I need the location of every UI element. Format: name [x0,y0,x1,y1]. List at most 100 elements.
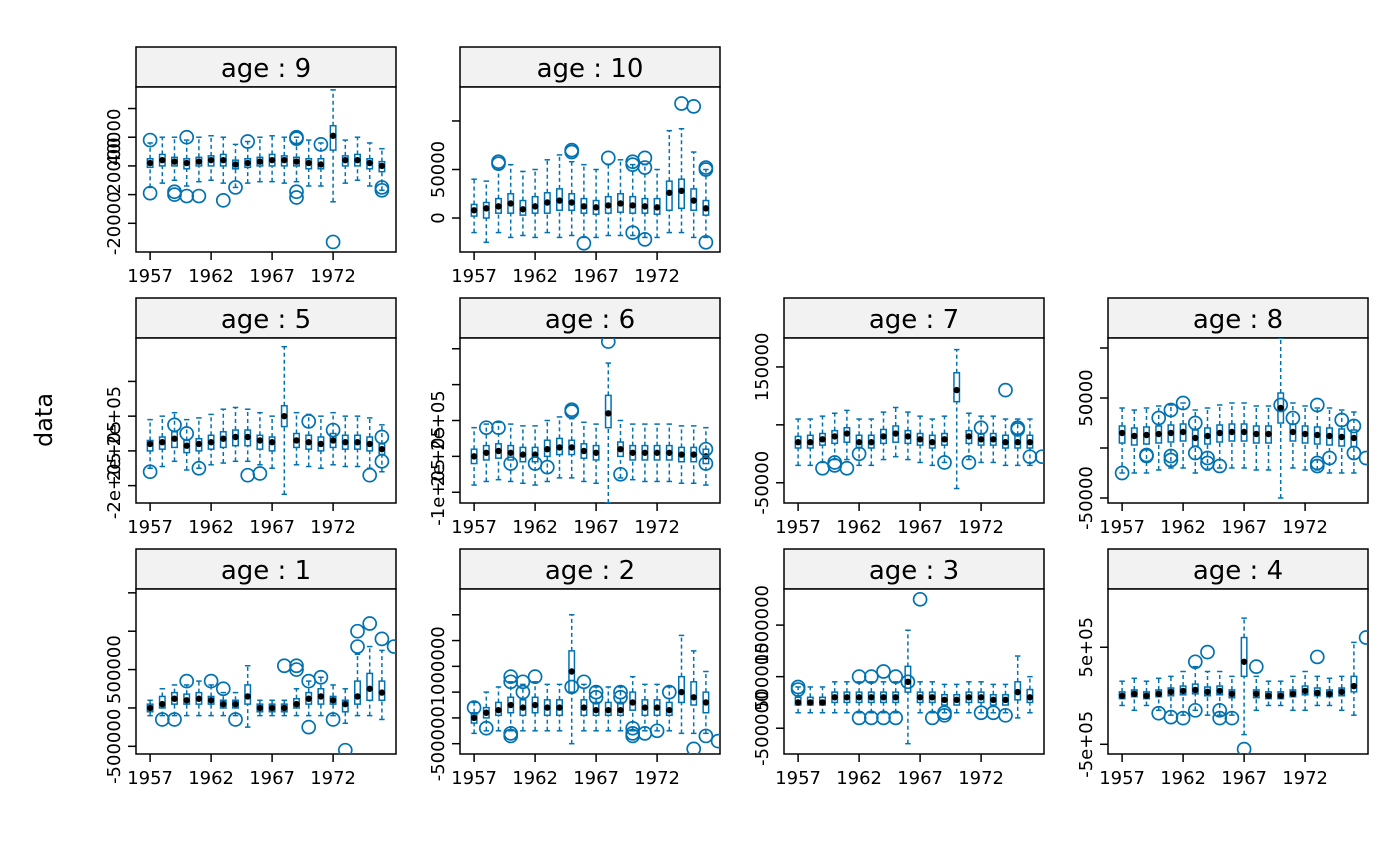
box-1971 [965,681,973,714]
box-1964 [880,411,887,461]
outlier-point [228,180,243,195]
outlier-point [1163,452,1179,468]
box-1962 [207,413,215,466]
median-dot [1167,688,1175,696]
box-1959 [495,421,502,481]
median-dot [868,439,875,446]
median-dot [256,158,264,165]
median-dot [268,156,276,164]
median-dot [531,701,539,709]
outlier-point [1114,465,1130,481]
outlier-point [301,719,317,735]
box-1973 [341,688,349,725]
y-tick-label: 150000 [752,333,773,402]
outlier-point [564,144,580,160]
x-tick-label: 1962 [188,768,234,789]
x-tick-label: 1972 [1282,517,1328,538]
y-tick-label: 1500000 [752,585,773,665]
median-dot [146,704,154,712]
median-dot [1002,696,1009,704]
box-1968 [604,686,612,732]
median-dot [941,696,948,704]
panel-frame [459,337,721,504]
median-dot [342,156,349,164]
box-iqr [244,684,252,705]
box-1976 [702,168,710,239]
box-1968 [280,136,288,184]
box-1965 [568,614,576,745]
outlier-point [325,712,341,727]
outlier-point [515,684,531,700]
median-dot [507,701,514,709]
outlier-point [1346,445,1362,461]
outlier-point [1163,402,1179,418]
box-iqr [904,665,912,693]
outlier-point [374,631,390,647]
box-iqr [604,394,612,429]
box-1974 [354,415,361,468]
x-tick-label: 1962 [188,266,234,287]
box-1974 [354,653,361,717]
median-dot [702,699,710,706]
median-dot [207,697,215,704]
box-1965 [244,140,252,184]
box-1960 [1155,405,1163,471]
box-1971 [965,412,973,461]
box-1961 [195,136,203,183]
median-dot [568,444,575,451]
box-1961 [843,681,851,714]
box-1960 [183,684,191,717]
median-dot [617,445,624,453]
median-dot [678,688,685,696]
outlier-point [876,664,891,679]
outlier-point [289,131,304,147]
box-1973 [665,129,673,234]
median-dot [641,203,649,210]
box-1973 [989,683,997,714]
box-1969 [293,136,300,183]
outlier-point [313,137,329,152]
outlier-point [337,742,353,754]
panel-title: age : 1 [221,556,311,586]
outlier-point [252,466,268,481]
y-tick-label: 50000 [428,141,449,198]
median-dot [1265,692,1272,699]
box-1973 [1313,675,1321,707]
box-1958 [158,688,166,717]
median-dot [293,437,300,444]
outlier-point [625,225,641,240]
median-dot [1350,682,1358,690]
box-1967 [268,699,276,717]
box-1961 [843,409,851,461]
box-1963 [219,136,227,184]
box-1971 [1289,402,1297,469]
outlier-point [686,741,702,754]
median-dot [929,694,936,701]
outlier-point [613,466,628,482]
box-1967 [268,415,276,470]
outlier-point [374,182,390,198]
median-dot [281,156,288,164]
box-1972 [1301,670,1309,712]
panel-strip [783,297,1045,339]
median-dot [470,453,478,460]
median-dot [690,451,697,458]
outlier-point [1151,410,1167,426]
outlier-point [649,723,665,739]
outlier-point [313,669,329,685]
median-dot [1350,434,1358,442]
median-dot [831,433,838,440]
outlier-point [289,658,304,674]
outlier-point [1034,449,1044,465]
outlier-point [289,184,304,200]
outlier-point [289,190,304,205]
median-dot [146,159,154,167]
median-dot [470,714,478,722]
box-1970 [953,683,961,714]
median-dot [329,132,337,139]
panel-strip [459,297,721,339]
median-dot [483,205,490,212]
outlier-point [888,669,904,685]
